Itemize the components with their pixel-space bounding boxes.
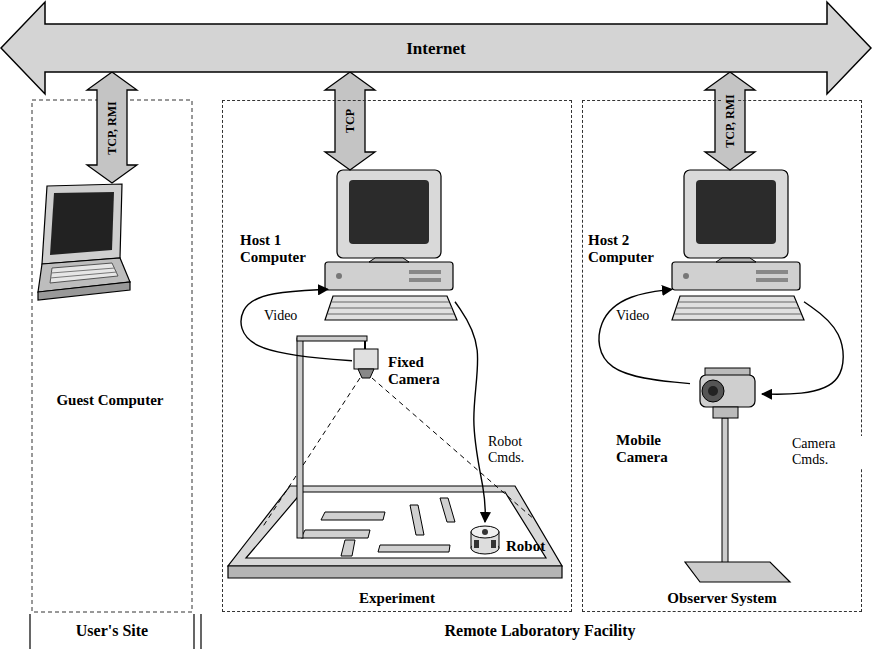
network-link-arrow (325, 72, 375, 170)
device-node: Mobile Camera (690, 368, 762, 420)
network-link-arrow (705, 72, 755, 170)
protocol-label: TCP (343, 108, 357, 134)
site-label: User's Site (76, 622, 148, 640)
signal-label: Robot Cmds. (486, 434, 548, 466)
network-arrow-shape (1, 2, 871, 94)
protocol-label: TCP, RMI (105, 100, 119, 156)
robot-icon (471, 526, 499, 554)
node-label: Observer System (583, 590, 861, 607)
device-node: Robot (468, 522, 502, 556)
site-label: Remote Laboratory Facility (444, 622, 635, 640)
node-label: Experiment (223, 590, 571, 607)
system-boundary: Observer System Host 2 ComputerMobile Cam… (582, 100, 862, 612)
laptop-icon (38, 184, 130, 300)
node-label: Mobile Camera (616, 432, 686, 466)
device-node: Host 2 Computer (672, 170, 804, 325)
signal-arrow (241, 289, 352, 360)
signal-label: Video (614, 308, 662, 324)
network-link-arrow (87, 72, 137, 183)
mobile-camera-mount (685, 368, 790, 582)
computer-icon (672, 170, 804, 320)
node-label: Fixed Camera (388, 354, 450, 388)
network-band: Internet (0, 0, 872, 96)
signal-arrow (599, 289, 690, 383)
signal-label: Camera Cmds. (790, 436, 862, 468)
computer-icon (325, 170, 457, 320)
node-label: Host 1 Computer (240, 232, 326, 266)
protocol-label: TCP, RMI (723, 93, 737, 149)
node-label: Internet (406, 40, 465, 57)
node-label: Guest Computer (35, 392, 185, 409)
signal-arrow (762, 302, 843, 395)
device-node: Guest Computer (35, 183, 185, 413)
site-divider (30, 614, 201, 649)
device-node: Host 1 Computer (328, 170, 455, 325)
signal-arrow (455, 302, 485, 522)
node-label: Host 2 Computer (588, 232, 670, 266)
device-node: Fixed Camera (352, 348, 380, 380)
signal-label: Video (262, 308, 310, 324)
system-boundary: Experiment Host 1 ComputerFixed CameraRob… (222, 100, 572, 612)
node-label: Robot (506, 538, 556, 555)
maze-table (228, 486, 562, 578)
